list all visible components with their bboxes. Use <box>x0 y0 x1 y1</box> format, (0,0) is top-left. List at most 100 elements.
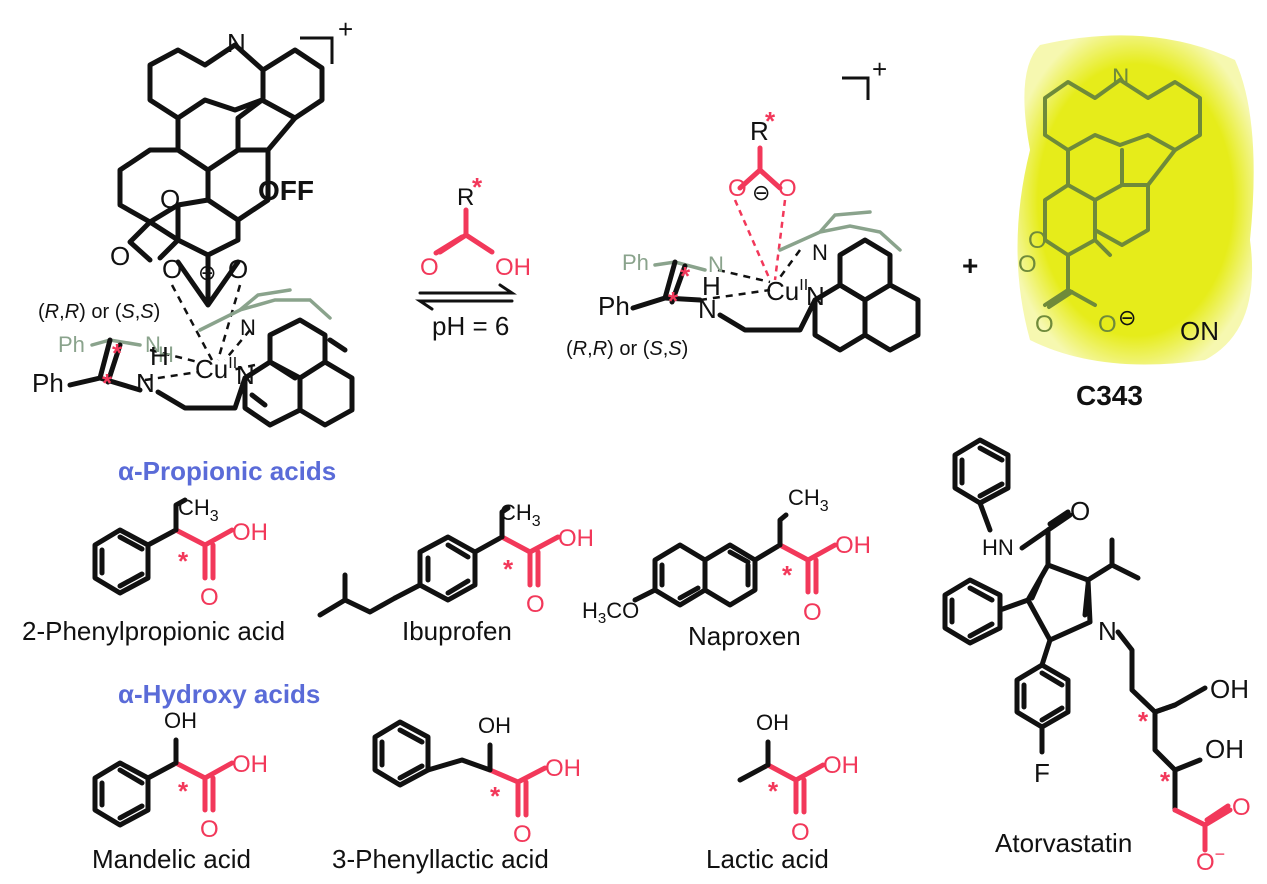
ator-oh2: OH <box>1205 734 1244 764</box>
off-stereo-label: (R,R) or (S,S) <box>38 301 160 323</box>
off-ph-grey: Ph <box>58 332 85 357</box>
ator-oh1: OH <box>1210 674 1249 704</box>
ator-star-2: * <box>1160 766 1171 796</box>
off-o-carbonyl-atom: O <box>110 241 130 271</box>
off-h-grey: H <box>158 342 174 367</box>
off-label: OFF <box>258 175 314 206</box>
c343-o-carbonyl: O <box>1018 251 1037 278</box>
c343-label: C343 <box>1076 380 1143 411</box>
nap-star: * <box>782 560 793 590</box>
reagent-o: O <box>420 254 439 281</box>
pl-oh-top: OH <box>478 713 511 738</box>
ator-o: O <box>1070 496 1090 526</box>
c343-carboxylate-o1: O <box>1035 311 1054 338</box>
c343-carboxylate-minus: ⊖ <box>1118 305 1136 330</box>
off-nh-grey: N <box>145 332 161 357</box>
hydroxy-heading: α-Hydroxy acids <box>118 679 320 709</box>
on-charge: + <box>872 54 887 84</box>
man-star: * <box>178 776 189 806</box>
phenyllactic-label: 3-Phenyllactic acid <box>332 844 549 874</box>
on-stereo-label: (R,R) or (S,S) <box>566 338 688 360</box>
off-o-ring-atom: O <box>160 184 180 214</box>
ator-f: F <box>1034 758 1050 788</box>
nap-h3co: H3CO <box>582 598 639 627</box>
phenyllactic-structure: OH OH O * <box>372 713 581 848</box>
mandelic-structure: OH OH O * <box>92 708 268 843</box>
ibu-oh: OH <box>558 525 594 552</box>
off-star-1: * <box>112 338 123 368</box>
ator-o-red: O <box>1232 794 1251 821</box>
off-star-2: * <box>102 368 113 398</box>
phenylpropionic-label: 2-Phenylpropionic acid <box>22 616 285 646</box>
c343-n-atom: N <box>1112 64 1129 91</box>
off-ph: Ph <box>32 368 64 398</box>
nap-o: O <box>803 599 822 626</box>
on-h-atom: H <box>702 271 721 301</box>
c343-product: N O O O O ⊖ ON C343 <box>1017 35 1254 411</box>
on-r-star: * <box>765 106 776 136</box>
on-quinoline-n: N <box>806 281 825 311</box>
ator-n: N <box>1098 616 1117 646</box>
off-n-amine: N <box>136 368 155 398</box>
on-r: R <box>750 116 769 146</box>
off-n-atom: N <box>227 28 246 58</box>
pp-o: O <box>200 584 219 611</box>
lac-oh: OH <box>823 752 859 779</box>
man-o: O <box>200 816 219 843</box>
c343-o-ring: O <box>1028 227 1047 254</box>
on-quinoline-n-grey: N <box>812 240 828 265</box>
lac-star: * <box>768 776 779 806</box>
naproxen-label: Naproxen <box>688 621 801 651</box>
ator-hn: HN <box>982 535 1014 560</box>
atorvastatin-label: Atorvastatin <box>995 828 1132 858</box>
lac-o: O <box>791 819 810 846</box>
off-quinoline-n-grey: N <box>240 315 256 340</box>
on-label: ON <box>1180 316 1219 346</box>
pl-star: * <box>490 781 501 811</box>
pl-oh: OH <box>545 755 581 782</box>
off-carboxylate-o1: O <box>162 254 182 284</box>
ibuprofen-structure: CH3 OH O * <box>317 500 594 618</box>
on-carboxylate-minus: ⊖ <box>752 180 770 205</box>
on-cu: CuII <box>766 276 808 306</box>
on-carboxylate-o1: O <box>728 175 747 202</box>
man-oh-top: OH <box>164 708 197 733</box>
naproxen-structure: CH3 OH O * H3CO <box>582 485 871 627</box>
lactic-structure: OH OH O * <box>737 710 859 846</box>
off-quinoline-n: N <box>236 360 255 390</box>
on-nh-grey: N <box>708 252 724 277</box>
atorvastatin-structure: HN O N F OH OH O O− * * <box>942 437 1251 876</box>
off-complex: N O O OFF O O ⊖ + (R,R) or (S,S) Ph N H … <box>32 14 355 428</box>
ibuprofen-label: Ibuprofen <box>402 616 512 646</box>
reagent-oh: OH <box>495 254 531 281</box>
c343-carboxylate-o2: O <box>1098 311 1117 338</box>
reagent-r: R <box>457 184 474 211</box>
equilibrium-arrow: R * O OH pH = 6 <box>415 172 531 341</box>
mandelic-label: Mandelic acid <box>92 844 251 874</box>
ibu-star: * <box>503 554 514 584</box>
on-n-amine: N <box>698 294 717 324</box>
man-oh: OH <box>232 751 268 778</box>
nap-oh: OH <box>835 532 871 559</box>
off-carboxylate-o2: O <box>228 254 248 284</box>
off-cu: CuII <box>195 354 237 384</box>
pp-oh: OH <box>232 519 268 546</box>
phenylpropionic-structure: CH3 OH O * <box>92 495 268 611</box>
pl-o: O <box>513 821 532 848</box>
off-h-atom: H <box>150 341 169 371</box>
on-star-1: * <box>680 261 691 291</box>
off-charge: + <box>338 14 353 44</box>
ibu-ch3: CH3 <box>500 500 541 530</box>
reagent-star: * <box>472 172 483 202</box>
on-ph: Ph <box>598 291 630 321</box>
propionic-heading: α-Propionic acids <box>118 456 336 486</box>
on-complex: + R * O O ⊖ Ph N Ph H N CuII * * N N (R,… <box>566 54 921 360</box>
ibu-o: O <box>526 591 545 618</box>
pp-star: * <box>178 546 189 576</box>
ator-star-1: * <box>1138 706 1149 736</box>
lac-oh-top: OH <box>756 710 789 735</box>
pp-ch3: CH3 <box>178 495 219 525</box>
plus-sign: + <box>962 250 978 281</box>
off-carboxylate-minus: ⊖ <box>198 260 216 285</box>
